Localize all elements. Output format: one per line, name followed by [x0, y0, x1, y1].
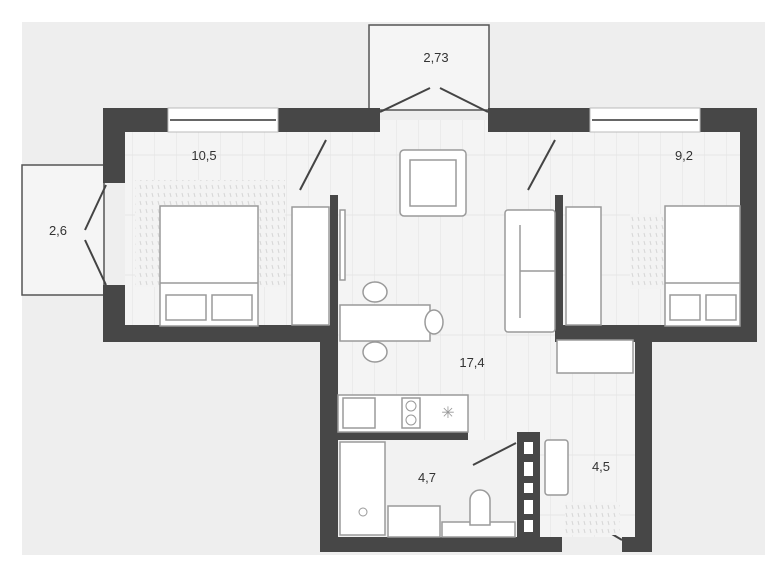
area-label-balcony-top: 2,73 — [423, 50, 448, 65]
area-label-bathroom: 4,7 — [418, 470, 436, 485]
area-label-balcony-left: 2,6 — [49, 223, 67, 238]
bathroom-sink — [387, 505, 441, 538]
kitchen-sink — [342, 397, 376, 429]
bathtub — [339, 441, 386, 536]
dining-table — [339, 304, 431, 342]
walls — [103, 108, 757, 552]
toilet — [469, 489, 491, 526]
radiator — [339, 209, 346, 281]
area-label-bedroom-left: 10,5 — [191, 148, 216, 163]
balcony-top — [368, 24, 490, 111]
area-label-living-kitchen: 17,4 — [459, 355, 484, 370]
wardrobe-left — [291, 206, 330, 326]
doormat — [565, 502, 620, 535]
bench — [544, 439, 569, 496]
rug-right — [630, 214, 670, 289]
balcony-left — [21, 164, 105, 296]
svg-text:✳: ✳ — [441, 405, 454, 422]
wardrobe-right — [565, 206, 602, 326]
hallway-wardrobe — [556, 339, 634, 374]
area-label-hallway: 4,5 — [592, 459, 610, 474]
furniture: ✳ — [135, 149, 741, 538]
windows — [167, 107, 701, 133]
area-label-bedroom-right: 9,2 — [675, 148, 693, 163]
